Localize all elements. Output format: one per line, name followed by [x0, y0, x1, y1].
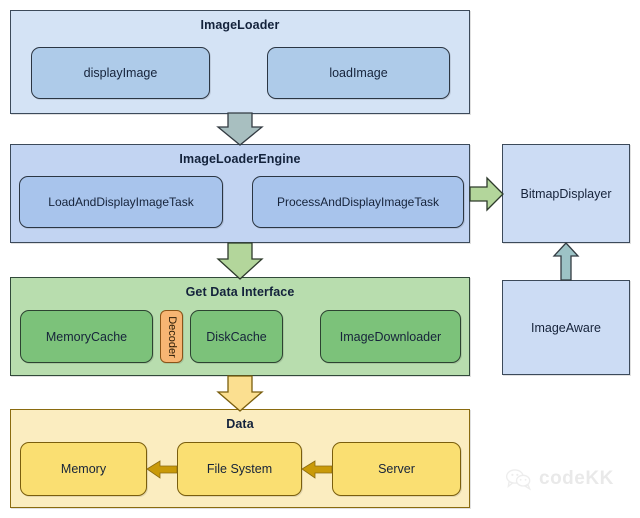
node-label: File System: [206, 462, 273, 476]
node-label: DiskCache: [206, 329, 267, 344]
box-label: BitmapDisplayer: [520, 186, 612, 201]
node-label: LoadAndDisplayImageTask: [48, 195, 194, 209]
node-label: displayImage: [83, 66, 158, 80]
layer-title-image-loader-engine: ImageLoaderEngine: [179, 152, 301, 166]
node-load-image[interactable]: loadImage: [267, 47, 450, 99]
arrow-engine-to-interface: [216, 242, 264, 280]
wechat-bubble-icon: [505, 469, 532, 491]
node-label: loadImage: [329, 66, 388, 80]
box-image-aware[interactable]: ImageAware: [502, 280, 630, 375]
node-label: Decoder: [165, 315, 178, 358]
node-disk-cache[interactable]: DiskCache: [190, 310, 283, 363]
node-server[interactable]: Server: [332, 442, 461, 496]
node-label: Server: [378, 462, 415, 476]
layer-title-image-loader: ImageLoader: [200, 18, 280, 32]
node-decoder[interactable]: Decoder: [160, 310, 183, 363]
node-memory[interactable]: Memory: [20, 442, 147, 496]
arrow-engine-to-bitmapdisplayer: [469, 176, 504, 212]
arrow-loader-to-engine: [216, 112, 264, 146]
node-image-downloader[interactable]: ImageDownloader: [320, 310, 461, 363]
layer-title-data: Data: [226, 417, 254, 431]
node-label: MemoryCache: [45, 329, 128, 344]
box-label: ImageAware: [531, 320, 601, 335]
node-file-system[interactable]: File System: [177, 442, 302, 496]
node-label: ProcessAndDisplayImageTask: [276, 195, 440, 209]
node-memory-cache[interactable]: MemoryCache: [20, 310, 153, 363]
box-bitmap-displayer[interactable]: BitmapDisplayer: [502, 144, 630, 243]
layer-title-get-data-interface: Get Data Interface: [185, 285, 295, 299]
node-process-and-display-image-task[interactable]: ProcessAndDisplayImageTask: [252, 176, 464, 228]
node-load-and-display-image-task[interactable]: LoadAndDisplayImageTask: [19, 176, 223, 228]
node-label: ImageDownloader: [339, 329, 442, 344]
node-display-image[interactable]: displayImage: [31, 47, 210, 99]
watermark-text: codeKK: [539, 468, 614, 489]
watermark: codeKK: [505, 462, 633, 496]
arrow-interface-to-data: [216, 375, 264, 412]
node-label: Memory: [60, 462, 107, 476]
arrow-imageaware-to-bitmapdisplayer: [552, 242, 580, 281]
